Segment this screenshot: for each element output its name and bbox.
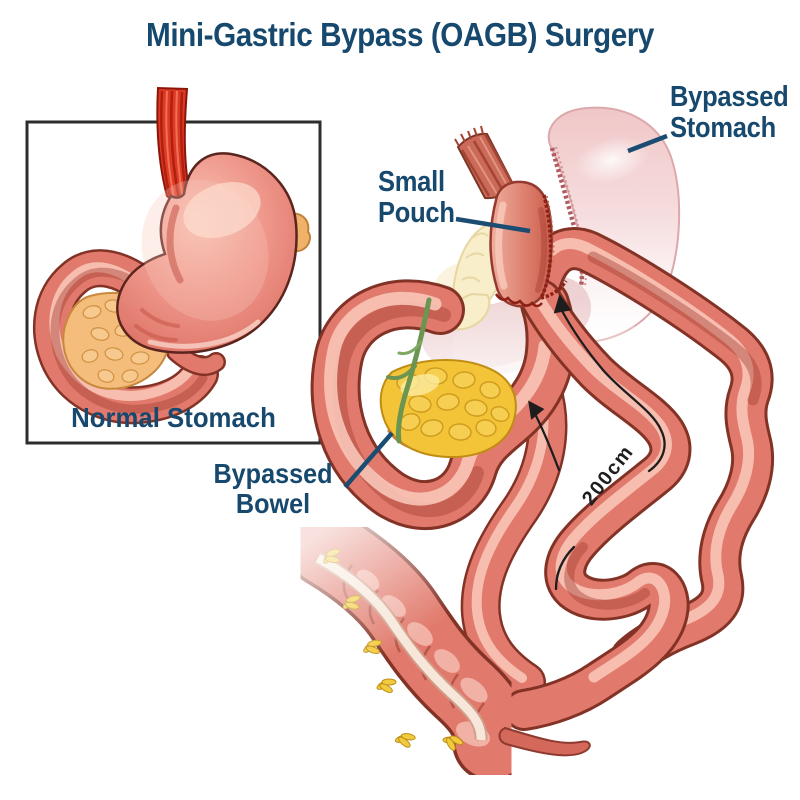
label-bypassed-bowel: Bypassed Bowel bbox=[204, 459, 343, 519]
label-line: Bypassed bbox=[670, 81, 789, 113]
flow-arrowhead-upper bbox=[553, 294, 572, 314]
pancreas-yellow-head bbox=[379, 297, 517, 459]
label-line: Bowel bbox=[235, 487, 311, 519]
label-normal-stomach: Normal Stomach bbox=[71, 402, 276, 433]
flow-direction-marks bbox=[528, 294, 666, 591]
flow-arrowhead-lower bbox=[528, 400, 545, 420]
inset-duodenum bbox=[32, 249, 219, 425]
inset-esophagus bbox=[156, 86, 193, 204]
label-bypassed-stomach: Bypassed Stomach bbox=[670, 81, 789, 144]
label-line: Small bbox=[378, 166, 445, 198]
bowel-sweep-right bbox=[518, 227, 775, 679]
label-small-pouch: Small Pouch bbox=[378, 167, 455, 228]
inset-normal-stomach bbox=[25, 86, 322, 445]
pointer-bypassed-bowel bbox=[343, 431, 394, 489]
bowel-200cm-limb bbox=[503, 279, 692, 731]
colon-fat-tufts bbox=[323, 548, 464, 751]
label-line: Bypassed bbox=[213, 458, 333, 489]
label-pointer-lines bbox=[343, 133, 668, 489]
anastomosis-staple-line bbox=[494, 293, 543, 308]
appendix bbox=[498, 726, 591, 757]
small-pouch-illustration bbox=[489, 180, 568, 308]
pointer-bypassed-stomach bbox=[627, 133, 668, 154]
pouch-staple-line bbox=[537, 194, 568, 301]
label-line: Stomach bbox=[670, 111, 776, 144]
pointer-small-pouch bbox=[455, 216, 531, 234]
colon-illustration bbox=[286, 508, 533, 782]
inset-stomach-body bbox=[116, 152, 298, 354]
bowel-loop-background bbox=[460, 370, 568, 702]
page-title: Mini-Gastric Bypass (OAGB) Surgery bbox=[146, 16, 654, 53]
bypassed-bowel-loop bbox=[310, 279, 576, 530]
bile-duct bbox=[386, 297, 432, 444]
label-line: Pouch bbox=[378, 196, 455, 229]
